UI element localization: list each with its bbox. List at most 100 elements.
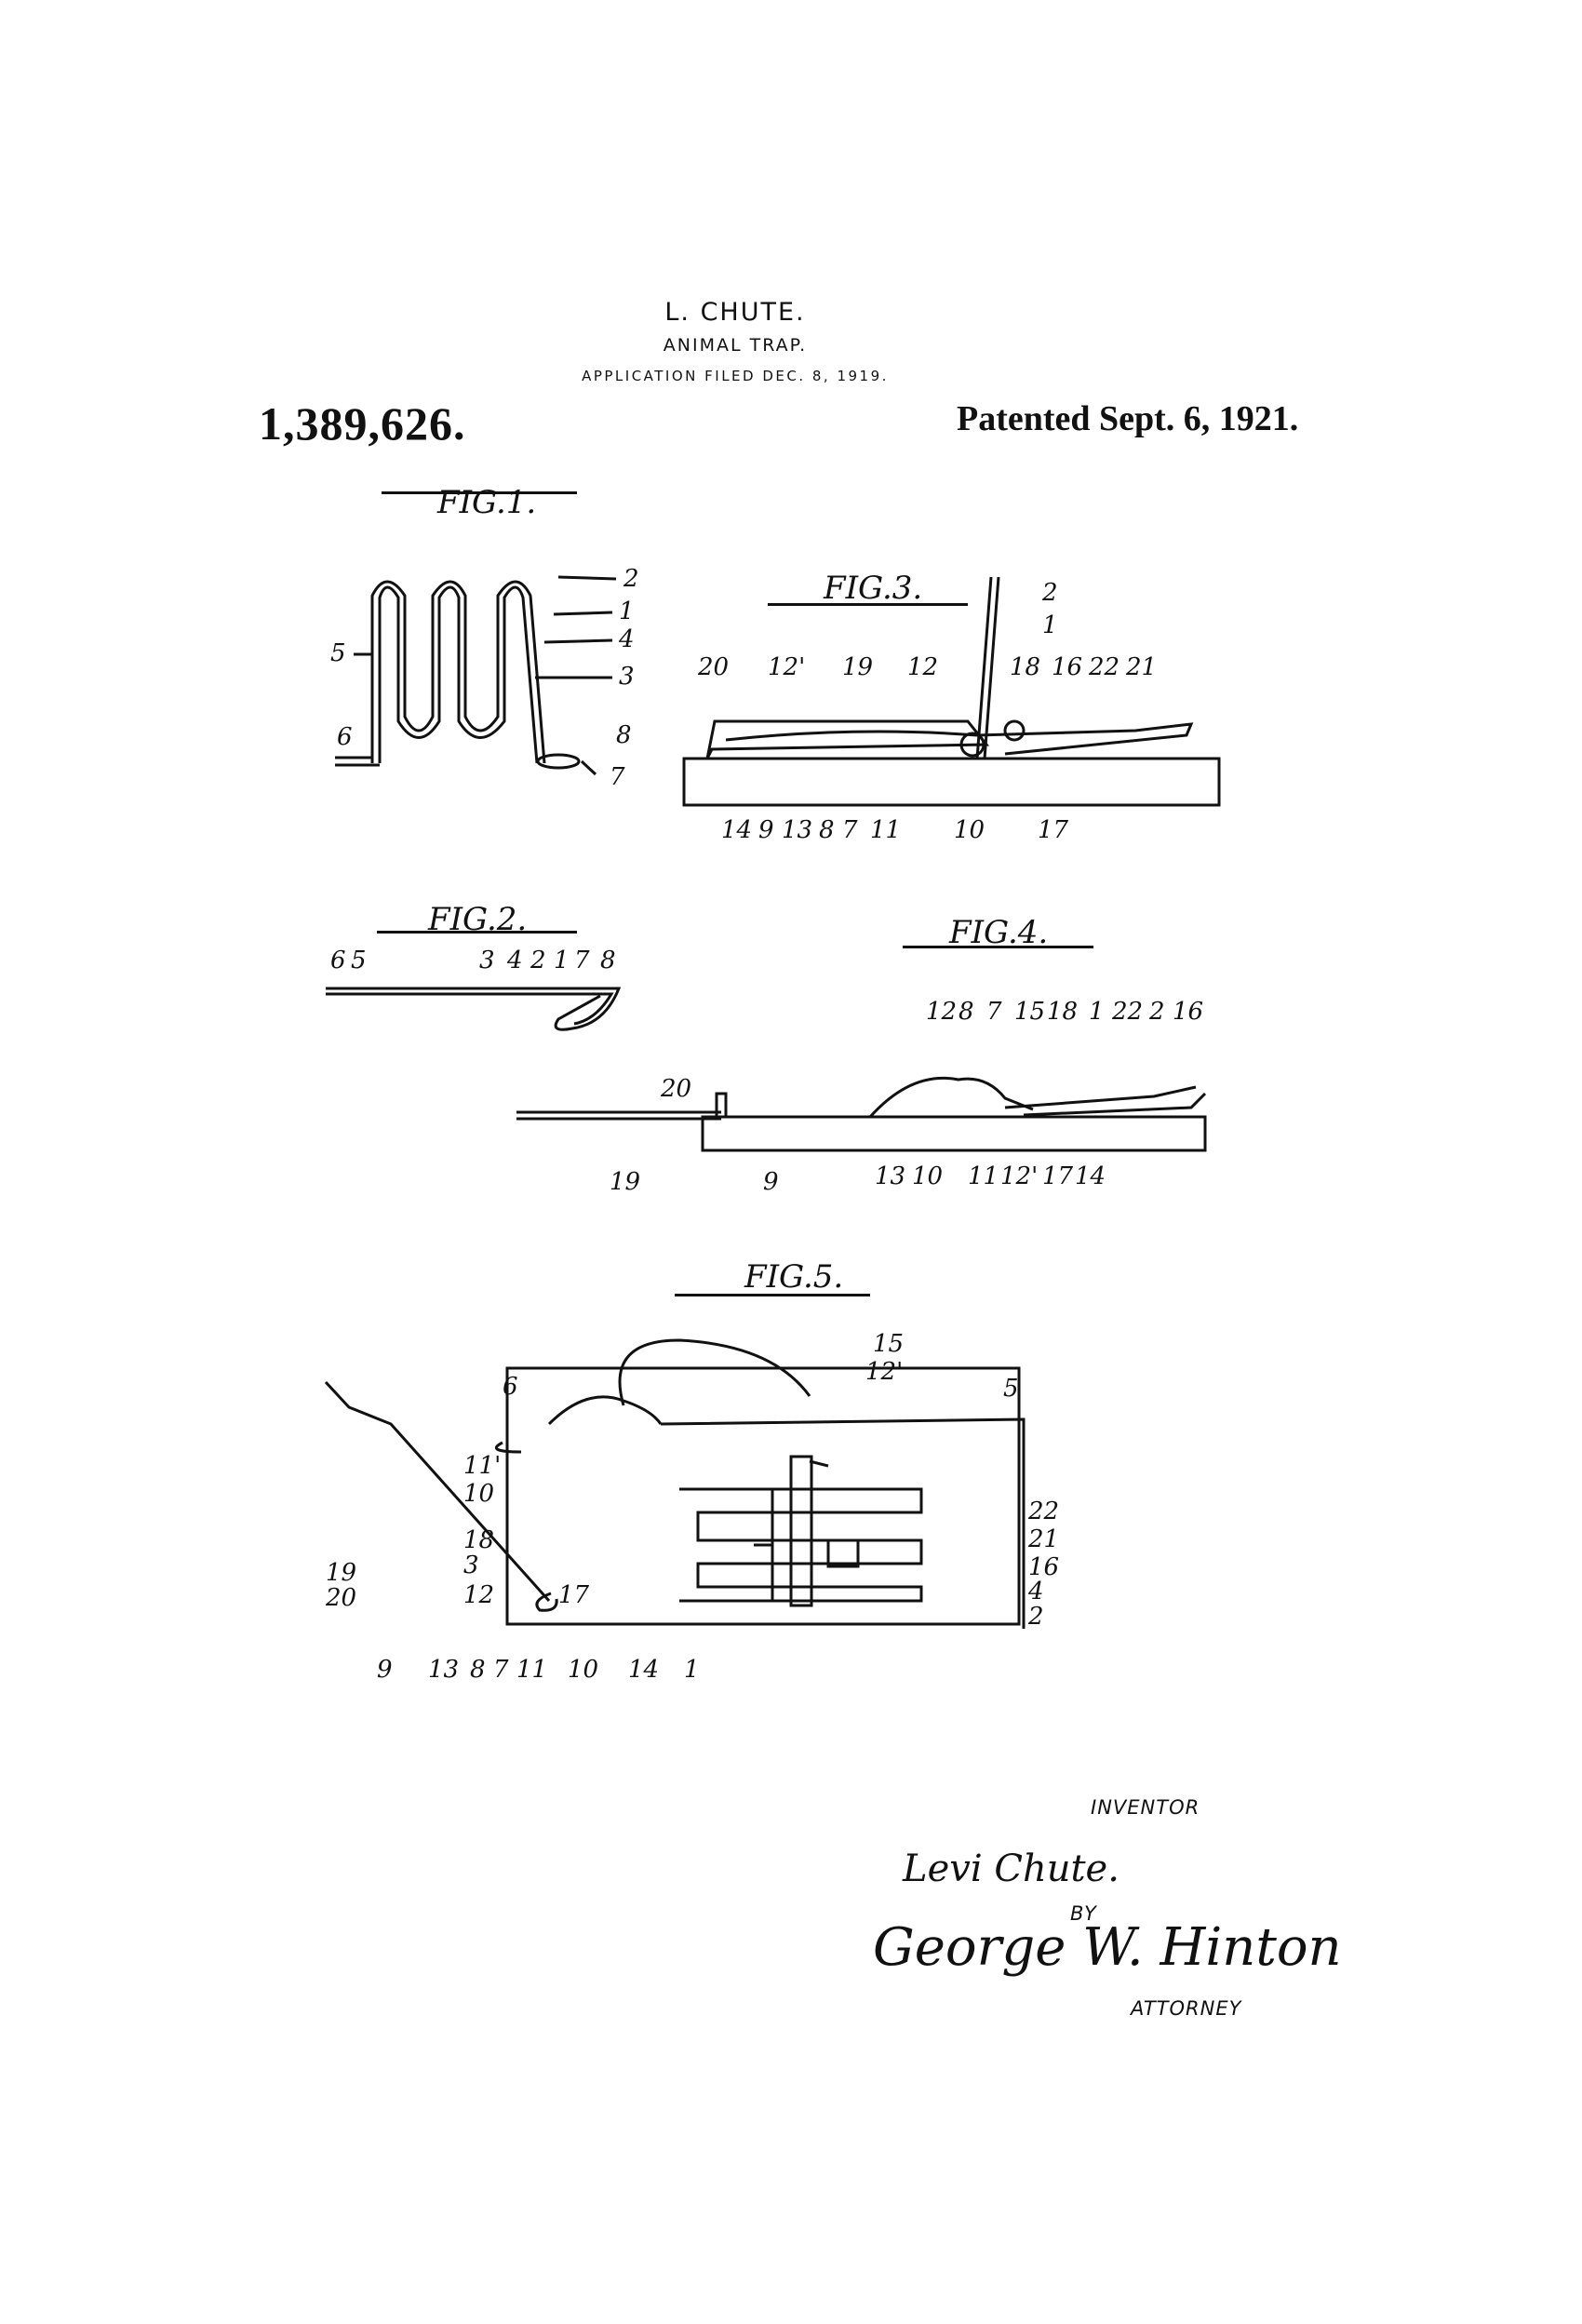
fig3-label-9: 9 <box>758 816 774 844</box>
fig5-label-20: 20 <box>325 1584 356 1612</box>
fig3-label-14: 14 <box>721 816 752 844</box>
fig4-label-9: 9 <box>763 1168 779 1196</box>
fig1-label-2: 2 <box>623 565 639 593</box>
fig1-title: FIG.1. <box>437 484 537 521</box>
fig3-label-19: 19 <box>842 653 873 681</box>
fig2-label-7: 7 <box>574 947 590 974</box>
fig4-label-19: 19 <box>610 1168 640 1196</box>
fig3-label-17: 17 <box>1038 816 1069 844</box>
attorney-signature: George W. Hinton <box>873 1917 1342 1978</box>
fig3-label-16: 16 <box>1052 653 1082 681</box>
fig4-title-underline <box>903 946 1093 948</box>
fig1-drawing: 2 1 4 3 5 6 8 7 <box>330 565 639 791</box>
fig4-label-7: 7 <box>986 998 1002 1026</box>
fig4-label-22: 22 <box>1111 998 1143 1026</box>
fig3-label-1: 1 <box>1042 611 1058 639</box>
fig5-label-1: 1 <box>684 1656 700 1684</box>
fig5-label-19: 19 <box>326 1559 356 1587</box>
fig3-label-11: 11 <box>870 816 901 844</box>
fig4-label-11: 11 <box>968 1162 999 1190</box>
fig4-label-1: 1 <box>1089 998 1105 1026</box>
fig1-label-3: 3 <box>619 663 635 691</box>
fig3-label-20: 20 <box>697 653 729 681</box>
fig3-label-8: 8 <box>819 816 835 844</box>
fig5-label-22: 22 <box>1027 1498 1059 1525</box>
fig5-label-12: 12 <box>463 1581 494 1609</box>
fig3-label-10: 10 <box>954 816 985 844</box>
fig1-title-underline <box>382 491 577 494</box>
fig1-label-4: 4 <box>618 625 635 653</box>
patent-number: 1,389,626. <box>259 397 466 450</box>
fig5-label-18: 18 <box>463 1526 494 1554</box>
fig4-label-16: 16 <box>1173 998 1203 1026</box>
fig4-label-8: 8 <box>959 998 974 1026</box>
fig4-label-14: 14 <box>1075 1162 1106 1190</box>
fig5-label-13: 13 <box>428 1656 459 1684</box>
fig4-label-2: 2 <box>1148 998 1165 1026</box>
fig5-label-12prime: 12' <box>865 1358 903 1386</box>
fig4-label-12: 12 <box>926 998 957 1026</box>
fig5-drawing: 15 12' 6 5 11' 10 22 21 18 16 3 4 19 20 … <box>324 1330 1059 1684</box>
fig5-title-underline <box>675 1294 870 1296</box>
fig5-label-5: 5 <box>1003 1375 1019 1403</box>
fig1-label-8: 8 <box>616 721 632 749</box>
fig2-title: FIG.2. <box>428 901 528 938</box>
fig3-title: FIG.3. <box>824 570 923 607</box>
fig3-label-12: 12 <box>907 653 938 681</box>
fig2-drawing: 6 5 3 4 2 1 7 8 <box>326 947 622 1031</box>
fig5-title: FIG.5. <box>744 1258 844 1296</box>
fig1-label-1: 1 <box>619 598 635 625</box>
fig3-label-22: 22 <box>1088 653 1119 681</box>
fig2-label-1: 1 <box>554 947 570 974</box>
inventor-name-header: L. CHUTE. <box>664 298 806 327</box>
fig3-label-18: 18 <box>1010 653 1040 681</box>
fig5-label-11prime: 11' <box>463 1452 501 1480</box>
fig5-label-6: 6 <box>503 1373 518 1401</box>
fig5-label-11: 11 <box>516 1656 547 1684</box>
fig4-label-17: 17 <box>1042 1162 1074 1190</box>
fig5-label-2: 2 <box>1027 1603 1044 1631</box>
fig5-label-7: 7 <box>493 1656 509 1684</box>
fig5-label-9: 9 <box>377 1656 393 1684</box>
fig4-label-12prime: 12' <box>1000 1162 1038 1190</box>
fig2-label-8: 8 <box>600 947 616 974</box>
fig2-label-2: 2 <box>530 947 546 974</box>
fig5-label-4: 4 <box>1027 1578 1044 1605</box>
fig4-label-20: 20 <box>660 1075 691 1103</box>
fig3-label-12prime: 12' <box>768 653 805 681</box>
attorney-caption: ATTORNEY <box>1131 1997 1242 2020</box>
fig5-label-16: 16 <box>1028 1553 1059 1581</box>
fig2-label-3: 3 <box>479 947 495 974</box>
fig2-title-underline <box>377 931 577 934</box>
patent-date: Patented Sept. 6, 1921. <box>957 399 1299 438</box>
inventor-caption: INVENTOR <box>1091 1796 1200 1819</box>
fig5-label-10: 10 <box>463 1480 494 1508</box>
inventor-signature: Levi Chute. <box>903 1847 1119 1890</box>
fig5-label-8: 8 <box>470 1656 486 1684</box>
fig3-drawing: 2 1 20 12' 19 12 18 16 22 21 14 9 13 8 7… <box>682 576 1221 844</box>
application-filed-line: APPLICATION FILED DEC. 8, 1919. <box>582 368 889 384</box>
fig4-label-15: 15 <box>1014 998 1045 1026</box>
fig2-label-5: 5 <box>351 947 367 974</box>
fig3-label-7: 7 <box>842 816 858 844</box>
fig5-label-3: 3 <box>463 1552 479 1579</box>
fig1-label-5: 5 <box>330 639 346 667</box>
fig4-label-13: 13 <box>875 1162 905 1190</box>
fig1-label-7: 7 <box>610 763 625 791</box>
fig4-title: FIG.4. <box>949 914 1049 951</box>
fig4-label-10: 10 <box>912 1162 943 1190</box>
fig3-label-13: 13 <box>782 816 812 844</box>
fig4-label-18: 18 <box>1047 998 1078 1026</box>
fig5-label-10-lower: 10 <box>568 1656 598 1684</box>
fig5-label-15: 15 <box>873 1330 904 1358</box>
fig3-label-2: 2 <box>1041 579 1058 607</box>
patent-title: ANIMAL TRAP. <box>663 335 808 356</box>
fig1-label-6: 6 <box>337 723 353 751</box>
fig2-label-4: 4 <box>506 947 523 974</box>
fig4-drawing: 12 8 7 15 18 1 22 2 16 20 19 9 13 10 11 … <box>516 998 1207 1196</box>
fig5-label-21: 21 <box>1027 1525 1059 1553</box>
fig5-label-17: 17 <box>558 1581 590 1609</box>
fig3-title-underline <box>768 603 968 606</box>
fig2-label-6: 6 <box>330 947 346 974</box>
by-caption: BY <box>1070 1902 1097 1925</box>
